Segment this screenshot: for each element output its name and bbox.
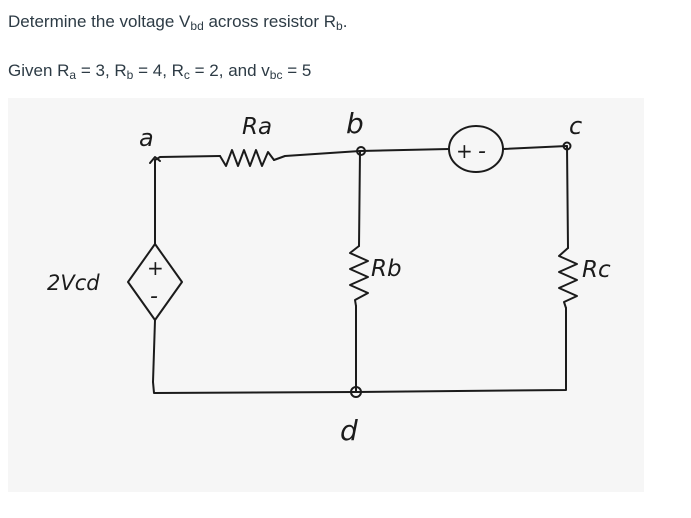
resistor-rb-label: Rb <box>371 256 402 282</box>
given-values: Given Ra = 3, Rb = 4, Rc = 2, and vbc = … <box>8 59 311 83</box>
question-middle: across resistor R <box>203 12 336 31</box>
node-d-label: d <box>340 414 358 447</box>
node-a-mark <box>149 156 161 164</box>
node-b-label: b <box>346 107 364 140</box>
resistor-ra <box>219 149 275 167</box>
voltage-source-plus-label: + <box>456 139 473 163</box>
resistor-rc-label: Rc <box>582 257 611 283</box>
node-b-dot <box>356 146 366 156</box>
resistor-rb <box>349 245 369 307</box>
voltage-source-minus-label: - <box>478 139 486 164</box>
question-prefix: Determine the voltage V <box>8 12 191 31</box>
given-text-vbc: = 2, and v <box>189 61 270 80</box>
node-d-dot <box>350 386 362 398</box>
given-text-rb: = 3, R <box>76 61 127 80</box>
wire-top-a-to-ra <box>154 155 221 161</box>
wire-b-vertical-top <box>358 150 361 247</box>
wire-source-to-c <box>502 145 568 150</box>
node-c-label: c <box>569 112 582 140</box>
given-text-ra: Given R <box>8 61 70 80</box>
question-voltage-subscript: bd <box>190 19 204 33</box>
question-text: Determine the voltage Vbd across resisto… <box>8 10 347 34</box>
dependent-source-minus-label: - <box>150 284 158 309</box>
question-suffix: . <box>342 12 348 31</box>
wire-c-vertical-top <box>566 145 569 249</box>
wire-ra-to-b <box>273 150 361 161</box>
given-sub-rb: b <box>126 68 134 82</box>
node-a-label: a <box>139 124 154 152</box>
wire-bottom <box>152 381 567 394</box>
resistor-rc <box>558 247 578 309</box>
circuit-figure-panel <box>8 98 644 492</box>
given-sub-vbc: bc <box>269 68 283 82</box>
resistor-ra-label: Ra <box>242 114 272 140</box>
dependent-source-label: 2Vcd <box>47 271 100 295</box>
given-text-end: = 5 <box>282 61 312 80</box>
given-text-rc: = 4, R <box>133 61 184 80</box>
question-resistor-subscript: b <box>336 19 343 33</box>
wire-b-to-source <box>359 148 450 152</box>
wire-a-left-vertical-bottom <box>152 319 156 383</box>
given-sub-rc: c <box>183 68 190 82</box>
given-sub-ra: a <box>69 68 77 82</box>
dependent-source-plus-label: + <box>147 256 164 280</box>
node-c-dot <box>562 141 572 151</box>
